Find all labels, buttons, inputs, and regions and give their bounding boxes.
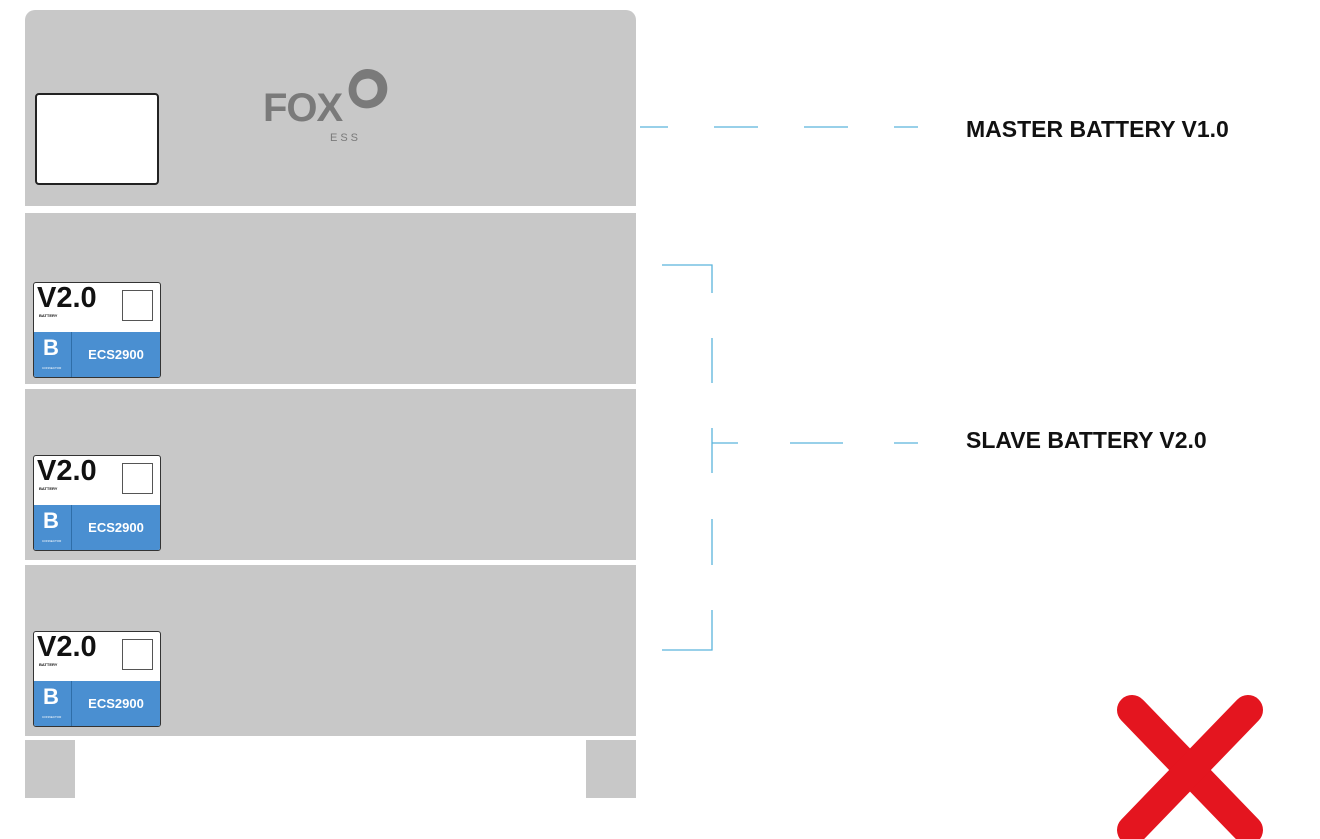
module-version-caption: BATTERY xyxy=(39,662,58,667)
connector-tag: B CONNECTOR xyxy=(34,505,72,550)
base-foot-right xyxy=(586,740,636,798)
module-version: V2.0 xyxy=(37,282,97,314)
module-label-card: V2.0 BATTERY B CONNECTOR ECS2900 xyxy=(33,631,161,727)
module-version-caption: BATTERY xyxy=(39,313,58,318)
fox-ess-logo: FOX ESS xyxy=(263,66,403,156)
logo-swirl-icon xyxy=(348,69,388,109)
module-indicator-box xyxy=(122,639,153,670)
module-indicator-box xyxy=(122,463,153,494)
slave-bracket-top xyxy=(662,264,713,293)
module-label-card: V2.0 BATTERY B CONNECTOR ECS2900 xyxy=(33,455,161,551)
connector-letter: B xyxy=(43,508,59,533)
module-indicator-box xyxy=(122,290,153,321)
module-model: ECS2900 xyxy=(88,520,144,535)
connector-caption: CONNECTOR xyxy=(42,366,62,370)
module-version-caption: BATTERY xyxy=(39,486,58,491)
red-cross-icon xyxy=(1117,695,1263,839)
module-label-card: V2.0 BATTERY B CONNECTOR ECS2900 xyxy=(33,282,161,378)
base-foot-left xyxy=(25,740,75,798)
module-version: V2.0 xyxy=(37,455,97,487)
slave-battery-module: V2.0 BATTERY B CONNECTOR ECS2900 xyxy=(25,565,636,736)
slave-battery-module: V2.0 BATTERY B CONNECTOR ECS2900 xyxy=(25,389,636,560)
module-label-strip: B CONNECTOR ECS2900 xyxy=(34,505,160,550)
logo-subtext: ESS xyxy=(330,132,362,144)
connector-letter: B xyxy=(43,684,59,709)
slave-bracket-bottom xyxy=(662,610,713,651)
master-display-screen xyxy=(35,93,159,185)
module-label-strip: B CONNECTOR ECS2900 xyxy=(34,681,160,726)
slave-battery-module: V2.0 BATTERY B CONNECTOR ECS2900 xyxy=(25,213,636,384)
connector-tag: B CONNECTOR xyxy=(34,681,72,726)
module-model: ECS2900 xyxy=(88,347,144,362)
slave-battery-label: SLAVE BATTERY V2.0 xyxy=(966,427,1207,453)
connector-caption: CONNECTOR xyxy=(42,539,62,543)
logo-text: FOX xyxy=(263,86,343,130)
connector-caption: CONNECTOR xyxy=(42,715,62,719)
connector-tag: B CONNECTOR xyxy=(34,332,72,377)
module-version: V2.0 xyxy=(37,631,97,663)
connector-letter: B xyxy=(43,335,59,360)
module-label-strip: B CONNECTOR ECS2900 xyxy=(34,332,160,377)
master-battery-label: MASTER BATTERY V1.0 xyxy=(966,116,1229,142)
module-model: ECS2900 xyxy=(88,696,144,711)
master-battery-unit: FOX ESS xyxy=(25,10,636,206)
